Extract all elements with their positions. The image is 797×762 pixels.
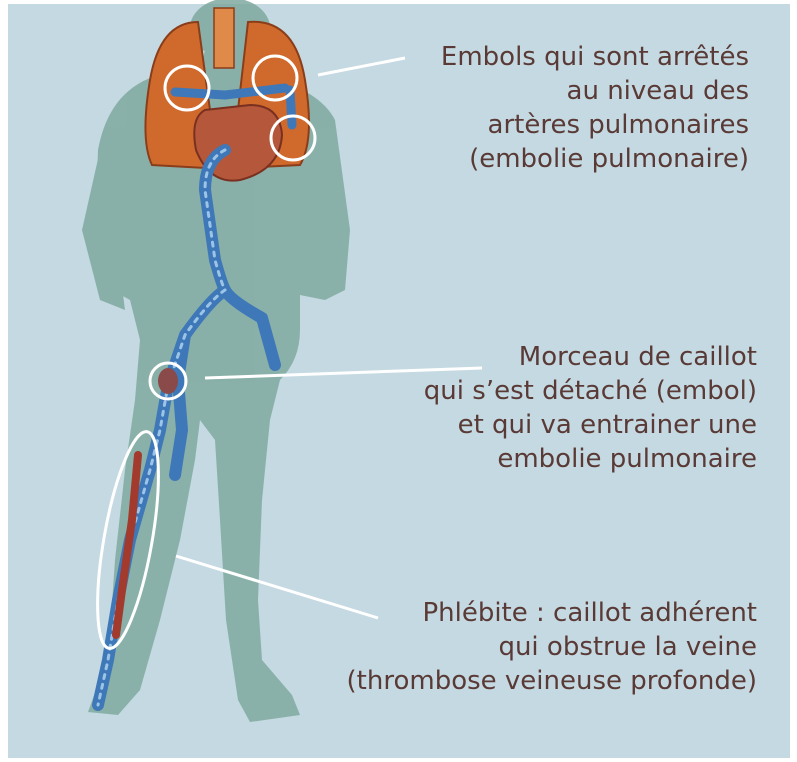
annotation-line: (thrombose veineuse profonde) (347, 664, 757, 698)
annotation-line: au niveau des (441, 74, 749, 108)
annotation-pulmonary-embolism: Embols qui sont arrêtés au niveau des ar… (441, 40, 749, 176)
annotation-detached-clot: Morceau de caillot qui s’est détaché (em… (424, 340, 757, 476)
annotation-line: Phlébite : caillot adhérent (347, 596, 757, 630)
annotation-line: et qui va entrainer une (424, 408, 757, 442)
annotation-line: Embols qui sont arrêtés (441, 40, 749, 74)
annotation-line: Morceau de caillot (424, 340, 757, 374)
annotation-line: (embolie pulmonaire) (441, 142, 749, 176)
embolus-fragment (158, 368, 178, 394)
annotation-line: artères pulmonaires (441, 108, 749, 142)
annotation-line: qui s’est détaché (embol) (424, 374, 757, 408)
trachea (214, 8, 234, 68)
annotation-phlebitis: Phlébite : caillot adhérent qui obstrue … (347, 596, 757, 698)
annotation-line: qui obstrue la veine (347, 630, 757, 664)
pointer-top (318, 58, 405, 75)
annotation-line: embolie pulmonaire (424, 442, 757, 476)
